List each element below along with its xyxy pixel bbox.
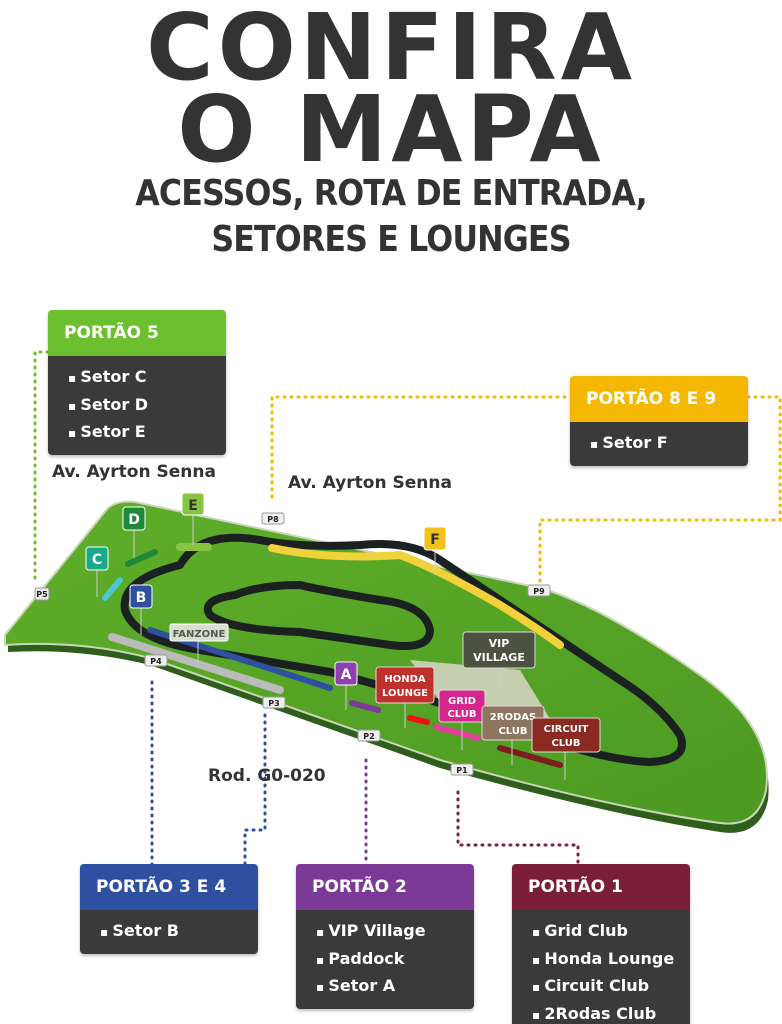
sign-sector-d: D bbox=[122, 506, 146, 558]
sign-sector-a: A bbox=[334, 661, 358, 710]
sector-item: Grid Club bbox=[532, 918, 690, 946]
parking-tag-p4: P4 bbox=[144, 654, 168, 667]
circuit-club-area bbox=[497, 745, 563, 768]
gate-card-portao-3-4: PORTÃO 3 E 4 Setor B bbox=[80, 864, 258, 954]
road-label-top-left: Av. Ayrton Senna bbox=[52, 462, 216, 482]
sign-honda-lounge: HONDA LOUNGE bbox=[375, 666, 435, 728]
sector-item: Setor F bbox=[590, 430, 748, 458]
sector-e-stand bbox=[176, 543, 212, 551]
sector-item: Paddock bbox=[316, 946, 474, 974]
gate-title: PORTÃO 3 E 4 bbox=[80, 864, 258, 910]
svg-text:C: C bbox=[92, 552, 102, 568]
svg-text:GRID: GRID bbox=[448, 696, 476, 707]
sector-item: Setor A bbox=[316, 973, 474, 1001]
parking-tag-p9: P9 bbox=[527, 584, 551, 597]
sector-signs: E D C B A F bbox=[85, 492, 447, 710]
svg-text:CIRCUIT: CIRCUIT bbox=[544, 724, 589, 735]
subtitle-line-1: ACESSOS, ROTA DE ENTRADA, bbox=[135, 173, 647, 214]
connector-portao-1 bbox=[456, 790, 580, 867]
sign-sector-f: F bbox=[423, 526, 447, 575]
title-line-2: O MAPA bbox=[177, 76, 605, 183]
sector-item: 2Rodas Club bbox=[532, 1001, 690, 1024]
svg-text:LOUNGE: LOUNGE bbox=[382, 688, 428, 699]
gate-title: PORTÃO 5 bbox=[48, 310, 226, 356]
sector-c-stand bbox=[102, 577, 123, 601]
svg-text:VIP: VIP bbox=[489, 637, 510, 650]
sector-item: Setor E bbox=[68, 419, 226, 447]
sign-circuit-club: CIRCUIT CLUB bbox=[531, 717, 601, 780]
svg-text:D: D bbox=[128, 512, 140, 528]
svg-text:B: B bbox=[136, 590, 147, 606]
svg-text:P8: P8 bbox=[267, 515, 279, 524]
road-label-top-center: Av. Ayrton Senna bbox=[288, 473, 452, 493]
gate-card-portao-1: PORTÃO 1 Grid ClubHonda LoungeCircuit Cl… bbox=[512, 864, 690, 1024]
sector-d-stand bbox=[125, 549, 158, 567]
gate-title: PORTÃO 1 bbox=[512, 864, 690, 910]
gate-card-portao-5: PORTÃO 5 Setor CSetor DSetor E bbox=[48, 310, 226, 455]
sign-fanzone: FANZONE bbox=[169, 623, 229, 665]
connector-portao-5 bbox=[33, 350, 50, 582]
gate-title: PORTÃO 8 E 9 bbox=[570, 376, 748, 422]
svg-text:P4: P4 bbox=[150, 657, 162, 666]
parking-tag-p3: P3 bbox=[262, 696, 286, 709]
svg-text:HONDA: HONDA bbox=[384, 674, 426, 685]
title-line-1: CONFIRA bbox=[146, 0, 636, 101]
sector-a-stand bbox=[349, 700, 381, 713]
sector-item: Circuit Club bbox=[532, 973, 690, 1001]
sector-item: Honda Lounge bbox=[532, 946, 690, 974]
connector-portao-3 bbox=[243, 713, 267, 867]
sector-item: VIP Village bbox=[316, 918, 474, 946]
parking-tag-p1: P1 bbox=[450, 763, 474, 776]
svg-text:P3: P3 bbox=[268, 699, 279, 708]
road-label-bottom: Rod. G0-020 bbox=[208, 766, 326, 786]
svg-text:P2: P2 bbox=[363, 732, 374, 741]
svg-text:P1: P1 bbox=[456, 766, 468, 775]
sector-item: Setor D bbox=[68, 392, 226, 420]
sign-sector-c: C bbox=[85, 546, 109, 597]
race-track bbox=[120, 533, 686, 766]
svg-text:FANZONE: FANZONE bbox=[173, 629, 226, 640]
svg-text:CLUB: CLUB bbox=[498, 726, 527, 737]
sign-sector-e: E bbox=[181, 492, 205, 545]
pit-building bbox=[108, 633, 284, 694]
svg-text:P9: P9 bbox=[533, 587, 545, 596]
svg-text:F: F bbox=[430, 532, 440, 548]
svg-text:P5: P5 bbox=[36, 590, 48, 599]
subtitle-line-2: SETORES E LOUNGES bbox=[211, 219, 571, 260]
svg-text:2RODAS: 2RODAS bbox=[490, 712, 536, 723]
parking-tag-p5: P5 bbox=[34, 587, 50, 601]
connector-portao-8-9 bbox=[270, 395, 782, 587]
grid-club-area bbox=[433, 724, 481, 741]
svg-text:VILLAGE: VILLAGE bbox=[473, 651, 525, 664]
svg-text:A: A bbox=[341, 667, 352, 683]
sector-item: Setor C bbox=[68, 364, 226, 392]
gate-card-portao-2: PORTÃO 2 VIP VillagePaddockSetor A bbox=[296, 864, 474, 1009]
parking-tag-p8: P8 bbox=[261, 512, 285, 525]
circuit-ground bbox=[4, 500, 768, 825]
gate-card-portao-8-9: PORTÃO 8 E 9 Setor F bbox=[570, 376, 748, 466]
parking-tag-p2: P2 bbox=[357, 729, 381, 742]
sector-item: Setor B bbox=[100, 918, 258, 946]
svg-text:CLUB: CLUB bbox=[447, 709, 476, 720]
honda-area bbox=[407, 715, 430, 725]
gate-title: PORTÃO 2 bbox=[296, 864, 474, 910]
sector-f-stand bbox=[268, 544, 564, 649]
sign-sector-b: B bbox=[129, 584, 153, 635]
svg-text:E: E bbox=[188, 498, 198, 514]
svg-text:CLUB: CLUB bbox=[551, 738, 580, 749]
